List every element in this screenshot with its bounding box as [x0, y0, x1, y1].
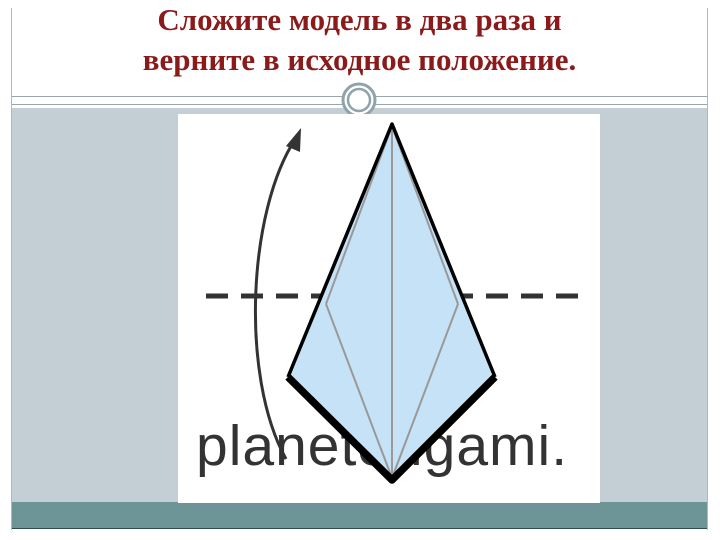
folding-arrow-icon [253, 128, 301, 460]
origami-diagram-drawing [206, 122, 586, 484]
crease-lines [325, 125, 459, 479]
frame-left-border [11, 8, 12, 530]
slide-title: Сложите модель в два раза и верните в ис… [12, 0, 707, 96]
footer-band [12, 502, 707, 528]
origami-diagram: planetorigami. [178, 114, 600, 503]
kite-outline [285, 122, 498, 484]
title-line-2: верните в исходное положение. [142, 42, 577, 77]
frame-right-border [707, 8, 708, 530]
footer-line [12, 528, 707, 529]
title-line-1: Сложите модель в два раза и [157, 2, 562, 37]
ring-ornament-icon [341, 82, 377, 118]
